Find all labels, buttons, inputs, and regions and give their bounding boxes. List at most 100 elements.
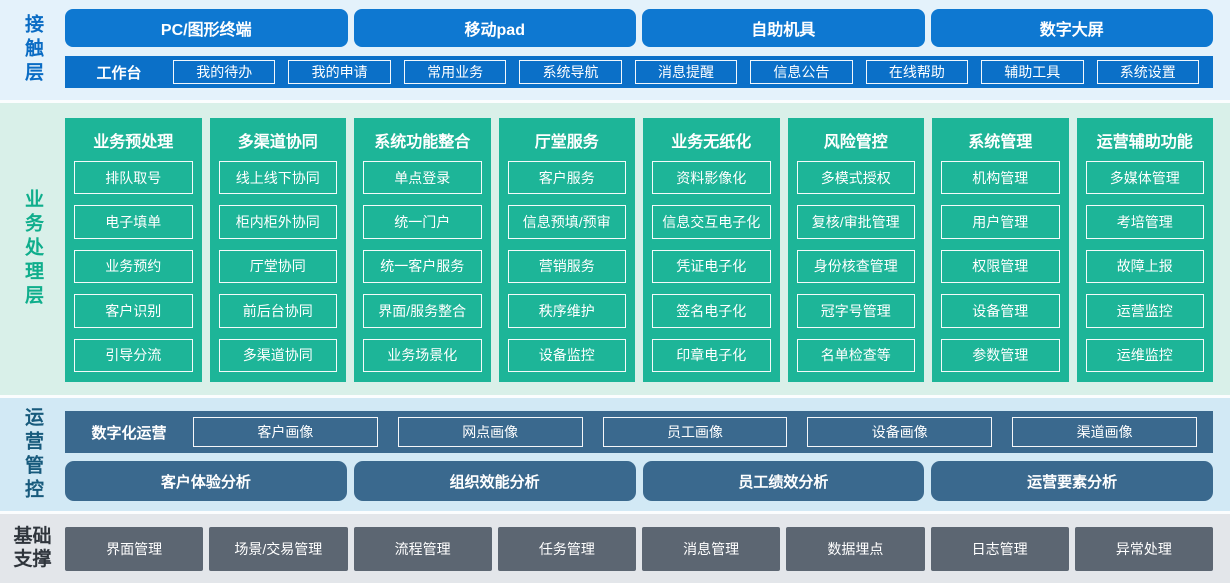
business-column-items: 机构管理用户管理权限管理设备管理参数管理 bbox=[941, 161, 1060, 373]
business-item: 权限管理 bbox=[941, 249, 1060, 284]
workbench-bar: 工作台 我的待办我的申请常用业务系统导航消息提醒信息公告在线帮助辅助工具系统设置 bbox=[65, 56, 1213, 88]
business-item: 业务预约 bbox=[74, 249, 193, 284]
operations-label-text: 运营管控 bbox=[22, 406, 43, 503]
business-item: 凭证电子化 bbox=[652, 249, 771, 284]
business-item: 资料影像化 bbox=[652, 161, 771, 195]
foundation-item: 消息管理 bbox=[642, 526, 781, 571]
business-item: 界面/服务整合 bbox=[363, 294, 482, 328]
business-item: 线上线下协同 bbox=[218, 161, 337, 195]
foundation-label-line: 支撑 bbox=[13, 548, 52, 570]
terminal-node: PC/图形终端 bbox=[65, 9, 348, 47]
digital-operations-items: 客户画像网点画像员工画像设备画像渠道画像 bbox=[193, 417, 1197, 447]
business-column-items: 资料影像化信息交互电子化凭证电子化签名电子化印章电子化 bbox=[652, 161, 771, 373]
analysis-node: 员工绩效分析 bbox=[642, 461, 925, 501]
foundation-item: 任务管理 bbox=[497, 526, 636, 571]
business-item: 厅堂协同 bbox=[218, 249, 337, 284]
workbench-item: 信息公告 bbox=[750, 60, 853, 84]
analysis-row: 客户体验分析组织效能分析员工绩效分析运营要素分析 bbox=[65, 461, 1213, 501]
foundation-label-line: 基础 bbox=[13, 525, 52, 547]
business-column-items: 排队取号电子填单业务预约客户识别引导分流 bbox=[74, 161, 193, 373]
business-item: 复核/审批管理 bbox=[796, 205, 915, 239]
business-item: 印章电子化 bbox=[652, 338, 771, 373]
business-column-title: 业务预处理 bbox=[93, 134, 174, 151]
business-item: 冠字号管理 bbox=[796, 294, 915, 328]
terminal-node: 移动pad bbox=[353, 9, 636, 47]
business-item: 设备管理 bbox=[941, 294, 1060, 328]
workbench-item: 常用业务 bbox=[403, 60, 507, 84]
foundation-item: 异常处理 bbox=[1074, 526, 1213, 571]
foundation-item: 场景/交易管理 bbox=[209, 526, 348, 571]
business-column: 运营辅助功能 多媒体管理考培管理故障上报运营监控运维监控 bbox=[1076, 118, 1213, 382]
business-item: 多媒体管理 bbox=[1085, 161, 1204, 195]
business-column-items: 线上线下协同柜内柜外协同厅堂协同前后台协同多渠道协同 bbox=[218, 161, 337, 373]
operations-band: 运营管控 数字化运营 客户画像网点画像员工画像设备画像渠道画像 客户体验分析组织… bbox=[0, 398, 1230, 511]
business-item: 多渠道协同 bbox=[218, 338, 337, 373]
contact-layer-label-text: 接触层 bbox=[22, 14, 43, 86]
business-column-title: 多渠道协同 bbox=[237, 134, 318, 151]
business-item: 柜内柜外协同 bbox=[218, 205, 337, 239]
foundation-item: 界面管理 bbox=[65, 526, 204, 571]
business-item: 身份核查管理 bbox=[796, 249, 915, 284]
analysis-node: 客户体验分析 bbox=[65, 461, 347, 501]
business-column: 多渠道协同 线上线下协同柜内柜外协同厅堂协同前后台协同多渠道协同 bbox=[209, 118, 346, 382]
digital-operations-item: 客户画像 bbox=[193, 417, 378, 447]
digital-operations-item: 员工画像 bbox=[602, 417, 788, 447]
business-column: 系统功能整合 单点登录统一门户统一客户服务界面/服务整合业务场景化 bbox=[354, 118, 491, 382]
business-item: 用户管理 bbox=[941, 205, 1060, 239]
business-column-items: 多媒体管理考培管理故障上报运营监控运维监控 bbox=[1085, 161, 1204, 373]
foundation-label: 基础支撑 bbox=[0, 526, 65, 572]
business-layer-label-text: 业务处理层 bbox=[22, 189, 43, 309]
business-column-items: 客户服务信息预填/预审营销服务秩序维护设备监控 bbox=[507, 161, 626, 373]
business-column-title: 系统管理 bbox=[968, 134, 1033, 151]
business-item: 统一客户服务 bbox=[363, 249, 482, 284]
business-item: 前后台协同 bbox=[218, 294, 337, 328]
business-item: 故障上报 bbox=[1085, 249, 1204, 284]
business-item: 名单检查等 bbox=[796, 338, 915, 373]
workbench-item: 在线帮助 bbox=[865, 60, 969, 84]
business-item: 参数管理 bbox=[941, 338, 1060, 373]
business-column-items: 多模式授权复核/审批管理身份核查管理冠字号管理名单检查等 bbox=[796, 161, 915, 373]
workbench-item: 消息提醒 bbox=[634, 60, 738, 84]
business-item: 电子填单 bbox=[74, 205, 193, 239]
business-column-title: 业务无纸化 bbox=[671, 134, 752, 151]
business-item: 单点登录 bbox=[363, 161, 482, 195]
digital-operations-item: 渠道画像 bbox=[1012, 417, 1197, 447]
operations-body: 数字化运营 客户画像网点画像员工画像设备画像渠道画像 客户体验分析组织效能分析员… bbox=[65, 398, 1230, 511]
foundation-items: 界面管理场景/交易管理流程管理任务管理消息管理数据埋点日志管理异常处理 bbox=[65, 526, 1230, 571]
business-columns: 业务预处理 排队取号电子填单业务预约客户识别引导分流 多渠道协同 线上线下协同柜… bbox=[65, 103, 1230, 395]
business-item: 统一门户 bbox=[363, 205, 482, 239]
digital-operations-bar: 数字化运营 客户画像网点画像员工画像设备画像渠道画像 bbox=[65, 411, 1213, 453]
business-column: 业务预处理 排队取号电子填单业务预约客户识别引导分流 bbox=[65, 118, 202, 382]
business-column-title: 运营辅助功能 bbox=[1096, 134, 1193, 151]
business-item: 客户识别 bbox=[74, 294, 193, 328]
terminal-node: 自助机具 bbox=[642, 9, 925, 47]
business-column-items: 单点登录统一门户统一客户服务界面/服务整合业务场景化 bbox=[363, 161, 482, 373]
workbench-item: 我的待办 bbox=[173, 60, 276, 84]
business-item: 考培管理 bbox=[1085, 205, 1204, 239]
business-layer-label: 业务处理层 bbox=[0, 103, 65, 395]
digital-operations-item: 网点画像 bbox=[397, 417, 583, 447]
business-column-title: 风险管控 bbox=[823, 134, 888, 151]
foundation-item: 流程管理 bbox=[353, 526, 492, 571]
business-column-title: 厅堂服务 bbox=[534, 134, 599, 151]
business-layer-band: 业务处理层 业务预处理 排队取号电子填单业务预约客户识别引导分流 多渠道协同 线… bbox=[0, 103, 1230, 395]
foundation-band: 基础支撑 界面管理场景/交易管理流程管理任务管理消息管理数据埋点日志管理异常处理 bbox=[0, 514, 1230, 583]
terminal-node: 数字大屏 bbox=[930, 9, 1213, 47]
business-column: 风险管控 多模式授权复核/审批管理身份核查管理冠字号管理名单检查等 bbox=[787, 118, 924, 382]
business-item: 运维监控 bbox=[1085, 338, 1204, 373]
business-item: 信息预填/预审 bbox=[507, 205, 626, 239]
business-item: 运营监控 bbox=[1085, 294, 1204, 328]
business-column: 业务无纸化 资料影像化信息交互电子化凭证电子化签名电子化印章电子化 bbox=[643, 118, 780, 382]
workbench-item: 我的申请 bbox=[288, 60, 391, 84]
business-column: 厅堂服务 客户服务信息预填/预审营销服务秩序维护设备监控 bbox=[498, 118, 635, 382]
analysis-node: 组织效能分析 bbox=[353, 461, 636, 501]
business-item: 机构管理 bbox=[941, 161, 1060, 195]
foundation-item: 数据埋点 bbox=[786, 526, 925, 571]
operations-label: 运营管控 bbox=[0, 398, 65, 511]
workbench-item: 系统设置 bbox=[1096, 60, 1199, 84]
business-item: 多模式授权 bbox=[796, 161, 915, 195]
